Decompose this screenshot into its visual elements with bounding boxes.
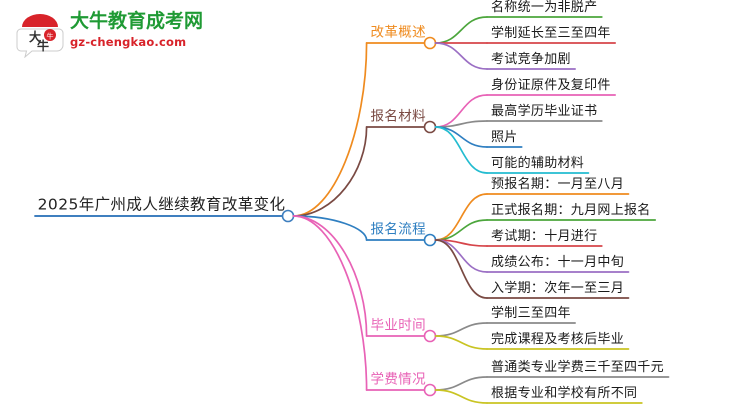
mindmap-leaf-label-3-1[interactable]: 完成课程及考核后毕业 <box>491 332 625 347</box>
logo-text-group: 大牛教育成考网 gz-chengkao.com <box>70 8 204 50</box>
mindmap-branch-label-0[interactable]: 改革概述 <box>370 24 427 41</box>
mindmap-branch-label-4[interactable]: 学费情况 <box>370 371 427 388</box>
site-logo[interactable]: 大 牛 牛 大牛教育成考网 gz-chengkao.com <box>8 4 204 62</box>
mindmap-leaf-label-1-0[interactable]: 身份证原件及复印件 <box>491 78 611 93</box>
mindmap-leaf-label-0-1[interactable]: 学制延长至三至四年 <box>491 26 611 41</box>
svg-text:牛: 牛 <box>47 32 54 41</box>
mindmap-leaf-label-4-1[interactable]: 根据专业和学校有所不同 <box>491 386 638 401</box>
mindmap-root-label[interactable]: 2025年广州成人继续教育改革变化 <box>37 195 286 214</box>
mindmap-leaf-label-2-2[interactable]: 考试期：十月进行 <box>491 229 598 244</box>
mindmap-branch-label-2[interactable]: 报名流程 <box>370 221 427 238</box>
mindmap-leaf-label-2-4[interactable]: 入学期：次年一至三月 <box>491 281 625 296</box>
mindmap-leaf-label-0-0[interactable]: 名称统一为非脱产 <box>491 0 598 15</box>
mindmap-leaf-label-1-1[interactable]: 最高学历毕业证书 <box>491 104 598 119</box>
mindmap-leaf-label-2-0[interactable]: 预报名期：一月至八月 <box>491 177 625 192</box>
svg-text:牛: 牛 <box>37 38 49 53</box>
mindmap-leaf-label-1-2[interactable]: 照片 <box>491 130 518 145</box>
mindmap-leaf-label-0-2[interactable]: 考试竞争加剧 <box>491 52 571 67</box>
daniu-ox-logo-icon: 大 牛 牛 <box>16 14 64 58</box>
logo-title: 大牛教育成考网 <box>70 10 204 32</box>
mindmap-branch-label-1[interactable]: 报名材料 <box>370 108 427 125</box>
svg-text:大: 大 <box>29 29 41 44</box>
mindmap-leaf-label-2-3[interactable]: 成绩公布：十一月中旬 <box>491 255 625 270</box>
logo-subtitle: gz-chengkao.com <box>70 35 187 49</box>
mindmap-leaf-label-1-3[interactable]: 可能的辅助材料 <box>491 156 585 171</box>
mindmap-leaf-label-2-1[interactable]: 正式报名期：九月网上报名 <box>491 203 651 218</box>
mindmap-leaf-label-4-0[interactable]: 普通类专业学费三千至四千元 <box>491 360 664 375</box>
mindmap-branch-label-3[interactable]: 毕业时间 <box>370 317 427 334</box>
mindmap-leaf-label-3-0[interactable]: 学制三至四年 <box>491 306 571 321</box>
